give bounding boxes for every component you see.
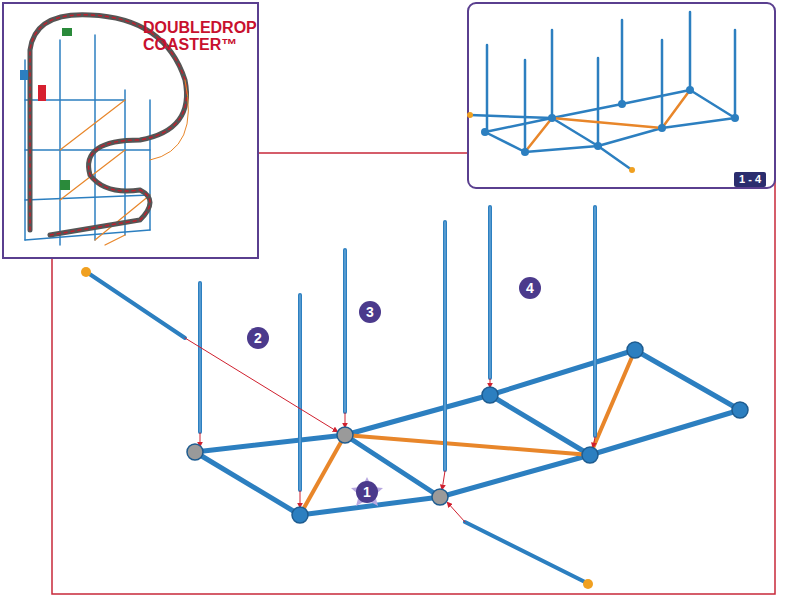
star-symbol (351, 477, 383, 506)
title-text: DOUBLEDROP COASTER™ (143, 19, 253, 53)
callout-number: 4 (519, 277, 541, 299)
step-badge: 1 - 4 (734, 172, 766, 187)
inset-box: DOUBLEDROP COASTER™ (3, 3, 258, 258)
base-structure (81, 207, 748, 589)
callout-number: 3 (359, 301, 381, 323)
inset-box (3, 3, 258, 258)
inset-box (468, 3, 775, 188)
callout-number: 1 (356, 481, 378, 503)
inset-structure (467, 12, 739, 173)
callout-number: 2 (247, 327, 269, 349)
step-range: 1 - 4 (739, 173, 761, 186)
